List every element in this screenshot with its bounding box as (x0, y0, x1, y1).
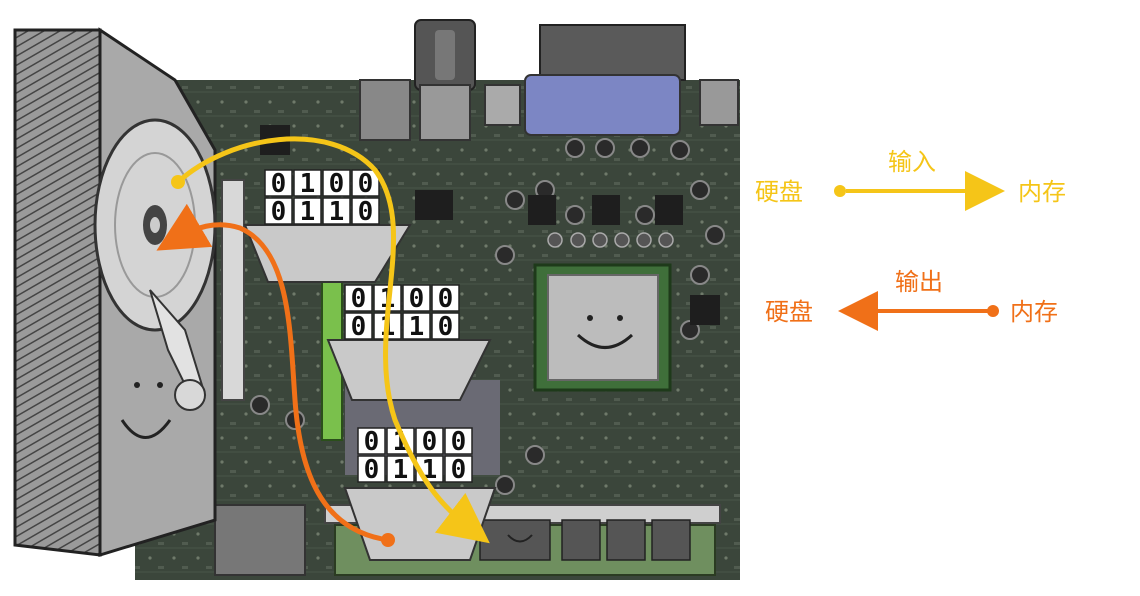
bit-digit: 1 (393, 455, 409, 485)
bit-digit: 0 (409, 284, 425, 314)
legend-input-label: 输入 (888, 148, 936, 176)
legend-output-dot (987, 305, 999, 317)
bit-digit: 0 (358, 197, 374, 227)
data-tray-3 (343, 487, 497, 561)
bit-cell (293, 197, 322, 225)
bit-digit: 0 (438, 284, 454, 314)
bit-digit: 1 (329, 197, 345, 227)
bit-digit: 0 (271, 197, 287, 227)
data-tray-1 (243, 224, 412, 283)
bit-digit: 0 (351, 312, 367, 342)
bit-digit: 0 (451, 427, 467, 457)
bit-cell (444, 427, 473, 455)
legend-input-from: 硬盘 (755, 178, 803, 206)
bit-cell (431, 284, 460, 312)
bit-cell (293, 169, 322, 197)
bit-digit: 0 (271, 169, 287, 199)
legend-output-to: 硬盘 (765, 298, 813, 326)
data-tray-2 (326, 339, 492, 401)
bit-cell (344, 312, 373, 340)
cpu-icon (533, 263, 672, 392)
bit-digit: 0 (364, 427, 380, 457)
legend-output-from: 内存 (1010, 298, 1058, 326)
bit-digit: 0 (451, 455, 467, 485)
bit-digit: 1 (393, 427, 409, 457)
bit-cell (264, 197, 293, 225)
bit-digit: 1 (300, 169, 316, 199)
legend-input-to: 内存 (1018, 178, 1066, 206)
bit-digit: 0 (422, 427, 438, 457)
bit-cell (431, 312, 460, 340)
bit-cell (322, 197, 351, 225)
bit-cell (351, 169, 380, 197)
bit-cell (357, 427, 386, 455)
legend-input: 输入 硬盘 内存 (755, 148, 1066, 211)
bit-digit: 0 (364, 455, 380, 485)
bit-cell (264, 169, 293, 197)
output-flow-start-dot (381, 533, 395, 547)
bit-cell (357, 455, 386, 483)
bit-cell (415, 427, 444, 455)
legend-output-label: 输出 (895, 268, 943, 296)
bit-cell (402, 312, 431, 340)
bit-cell (386, 455, 415, 483)
hard-disk-icon (13, 27, 217, 558)
bit-digit: 0 (351, 284, 367, 314)
bit-cell (402, 284, 431, 312)
bit-cell (344, 284, 373, 312)
bit-digit: 1 (409, 312, 425, 342)
bit-digit: 0 (329, 169, 345, 199)
bit-cell (322, 169, 351, 197)
input-flow-start-dot (171, 175, 185, 189)
bit-digit: 0 (438, 312, 454, 342)
bit-digit: 0 (358, 169, 374, 199)
input-flow-arrow (176, 136, 490, 544)
bit-cell (444, 455, 473, 483)
legend-input-dot (834, 185, 846, 197)
bit-cell (351, 197, 380, 225)
output-flow-arrow (156, 203, 389, 543)
legend-output: 输出 硬盘 内存 (765, 268, 1058, 331)
bit-digit: 1 (300, 197, 316, 227)
